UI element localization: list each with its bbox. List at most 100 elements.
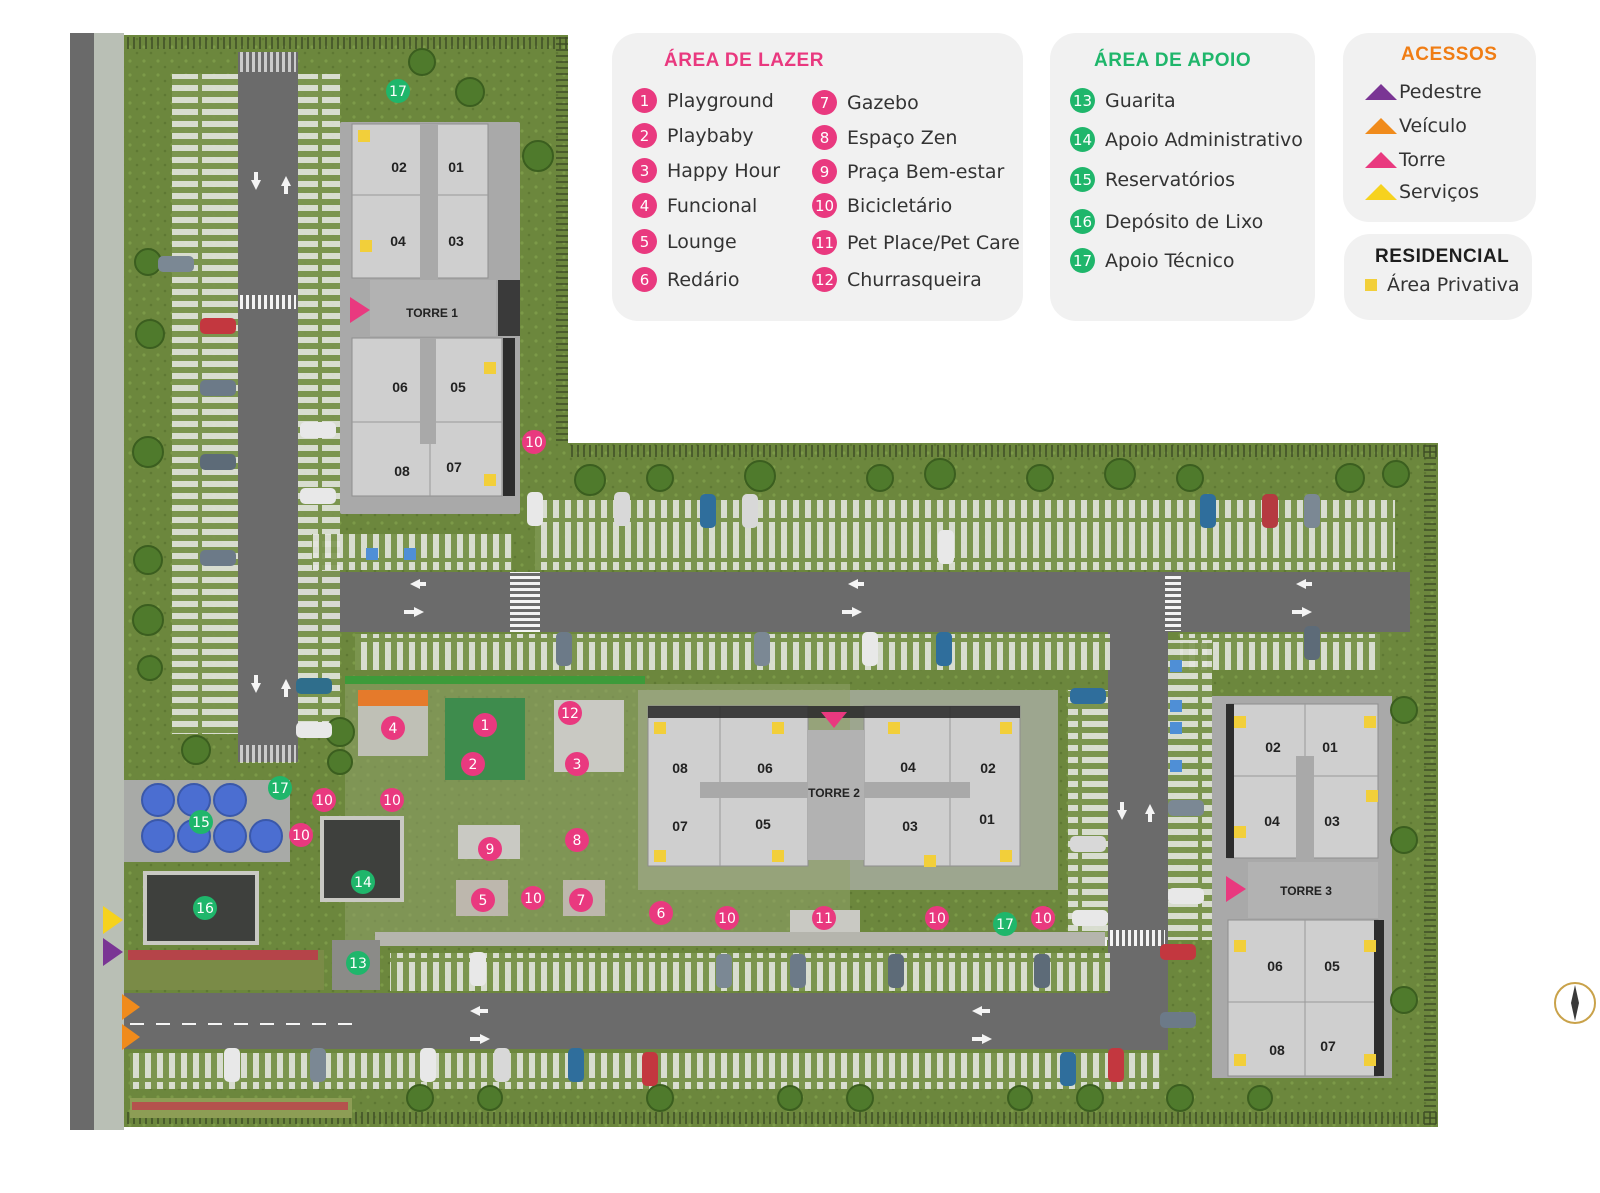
map-marker-circle bbox=[993, 912, 1017, 936]
triangle-icon bbox=[1365, 184, 1397, 200]
map-marker-number: 4 bbox=[389, 721, 398, 737]
legend-acesso-veículo: Veículo bbox=[1365, 115, 1467, 137]
legend-residencial-title: RESIDENCIAL bbox=[1375, 246, 1510, 267]
tower-3 bbox=[1226, 703, 1384, 1077]
map-marker-circle bbox=[346, 951, 370, 975]
map-marker-circle bbox=[522, 430, 546, 454]
map-marker-number: 2 bbox=[469, 757, 478, 773]
map-marker-number: 15 bbox=[192, 815, 210, 831]
t1-unit-05: 05 bbox=[450, 379, 466, 395]
map-marker-6: 6 bbox=[649, 901, 673, 925]
map-marker-number: 6 bbox=[657, 906, 666, 922]
map-marker-10: 10 bbox=[925, 906, 949, 930]
t1-unit-03: 03 bbox=[448, 233, 464, 249]
road-south bbox=[124, 993, 1168, 1049]
map-marker-4: 4 bbox=[381, 716, 405, 740]
map-marker-circle bbox=[473, 713, 497, 737]
legend-lazer-item-1-number: 1 bbox=[632, 88, 657, 113]
map-marker-number: 10 bbox=[315, 793, 333, 809]
map-marker-circle bbox=[558, 701, 582, 725]
t1-unit-04: 04 bbox=[390, 233, 406, 249]
map-marker-number: 10 bbox=[718, 911, 736, 927]
compass-rose bbox=[1554, 982, 1596, 1024]
road-arrows bbox=[251, 172, 1312, 1044]
map-marker-number: 17 bbox=[996, 917, 1014, 933]
legend-apoio-item-17-label: Apoio Técnico bbox=[1105, 249, 1235, 272]
legend-lazer-item-6-label: Redário bbox=[667, 268, 740, 291]
map-marker-circle bbox=[289, 823, 313, 847]
legend-lazer-item-7-label: Gazebo bbox=[847, 91, 919, 114]
legend-lazer-item-5-number: 5 bbox=[632, 229, 657, 254]
sidewalk bbox=[94, 33, 124, 1130]
map-marker-number: 11 bbox=[815, 911, 833, 927]
map-marker-number: 13 bbox=[349, 956, 367, 972]
tower-3-label: TORRE 3 bbox=[1280, 884, 1332, 898]
map-marker-13: 13 bbox=[346, 951, 370, 975]
t2-unit-05: 05 bbox=[755, 816, 771, 832]
map-marker-circle bbox=[351, 870, 375, 894]
tower-2-label: TORRE 2 bbox=[808, 786, 860, 800]
access-vehicle-1 bbox=[122, 994, 140, 1020]
tower-1-label: TORRE 1 bbox=[406, 306, 458, 320]
legend-lazer-item-8-label: Espaço Zen bbox=[847, 126, 958, 149]
map-marker-1: 1 bbox=[473, 713, 497, 737]
map-marker-number: 10 bbox=[524, 891, 542, 907]
t3-unit-07: 07 bbox=[1320, 1038, 1336, 1054]
map-marker-number: 14 bbox=[354, 875, 372, 891]
map-marker-number: 16 bbox=[196, 901, 214, 917]
legend-lazer-item-9-number: 9 bbox=[812, 159, 837, 184]
legend-acesso-label: Veículo bbox=[1399, 115, 1467, 137]
map-marker-number: 10 bbox=[292, 828, 310, 844]
legend-lazer-item-10-label: Bicicletário bbox=[847, 194, 953, 217]
legend-lazer-item-11-number: 11 bbox=[812, 230, 837, 255]
t1-unit-01: 01 bbox=[448, 159, 464, 175]
map-marker-number: 10 bbox=[525, 435, 543, 451]
map-marker-10: 10 bbox=[1031, 906, 1055, 930]
triangle-icon bbox=[1365, 84, 1397, 100]
legend-apoio-title: ÁREA DE APOIO bbox=[1094, 50, 1252, 71]
t3-unit-04: 04 bbox=[1264, 813, 1280, 829]
map-marker-number: 9 bbox=[486, 842, 495, 858]
legend-acessos-title: ACESSOS bbox=[1401, 44, 1498, 65]
map-marker-number: 7 bbox=[577, 893, 586, 909]
map-marker-circle bbox=[478, 837, 502, 861]
legend-acesso-label: Torre bbox=[1399, 149, 1446, 171]
map-marker-circle bbox=[521, 886, 545, 910]
reservoir-tanks bbox=[141, 783, 283, 853]
legend-apoio-item-16-label: Depósito de Lixo bbox=[1105, 210, 1264, 233]
trees bbox=[132, 48, 1418, 1112]
map-marker-16: 16 bbox=[193, 896, 217, 920]
map-marker-number: 5 bbox=[479, 893, 488, 909]
legend-residencial-panel: RESIDENCIAL Área Privativa bbox=[1344, 234, 1532, 320]
t2-unit-03: 03 bbox=[902, 818, 918, 834]
road-east bbox=[1108, 600, 1168, 950]
map-marker-circle bbox=[715, 906, 739, 930]
map-marker-circle bbox=[565, 752, 589, 776]
map-marker-5: 5 bbox=[471, 888, 495, 912]
admin-building bbox=[320, 816, 404, 902]
map-marker-circle bbox=[471, 888, 495, 912]
t3-unit-06: 06 bbox=[1267, 958, 1283, 974]
map-marker-number: 3 bbox=[573, 757, 582, 773]
map-marker-17: 17 bbox=[993, 912, 1017, 936]
legend-lazer-item-9-label: Praça Bem-estar bbox=[847, 160, 1005, 183]
map-marker-circle bbox=[1031, 906, 1055, 930]
map-marker-number: 17 bbox=[271, 781, 289, 797]
legend-acesso-torre: Torre bbox=[1365, 149, 1446, 171]
map-marker-10: 10 bbox=[715, 906, 739, 930]
legend-lazer-item-4-number: 4 bbox=[632, 193, 657, 218]
map-marker-circle bbox=[565, 828, 589, 852]
parked-cars bbox=[158, 256, 1320, 1086]
map-marker-number: 17 bbox=[389, 84, 407, 100]
legend-lazer-item-10-number: 10 bbox=[812, 193, 837, 218]
map-marker-7: 7 bbox=[569, 888, 593, 912]
